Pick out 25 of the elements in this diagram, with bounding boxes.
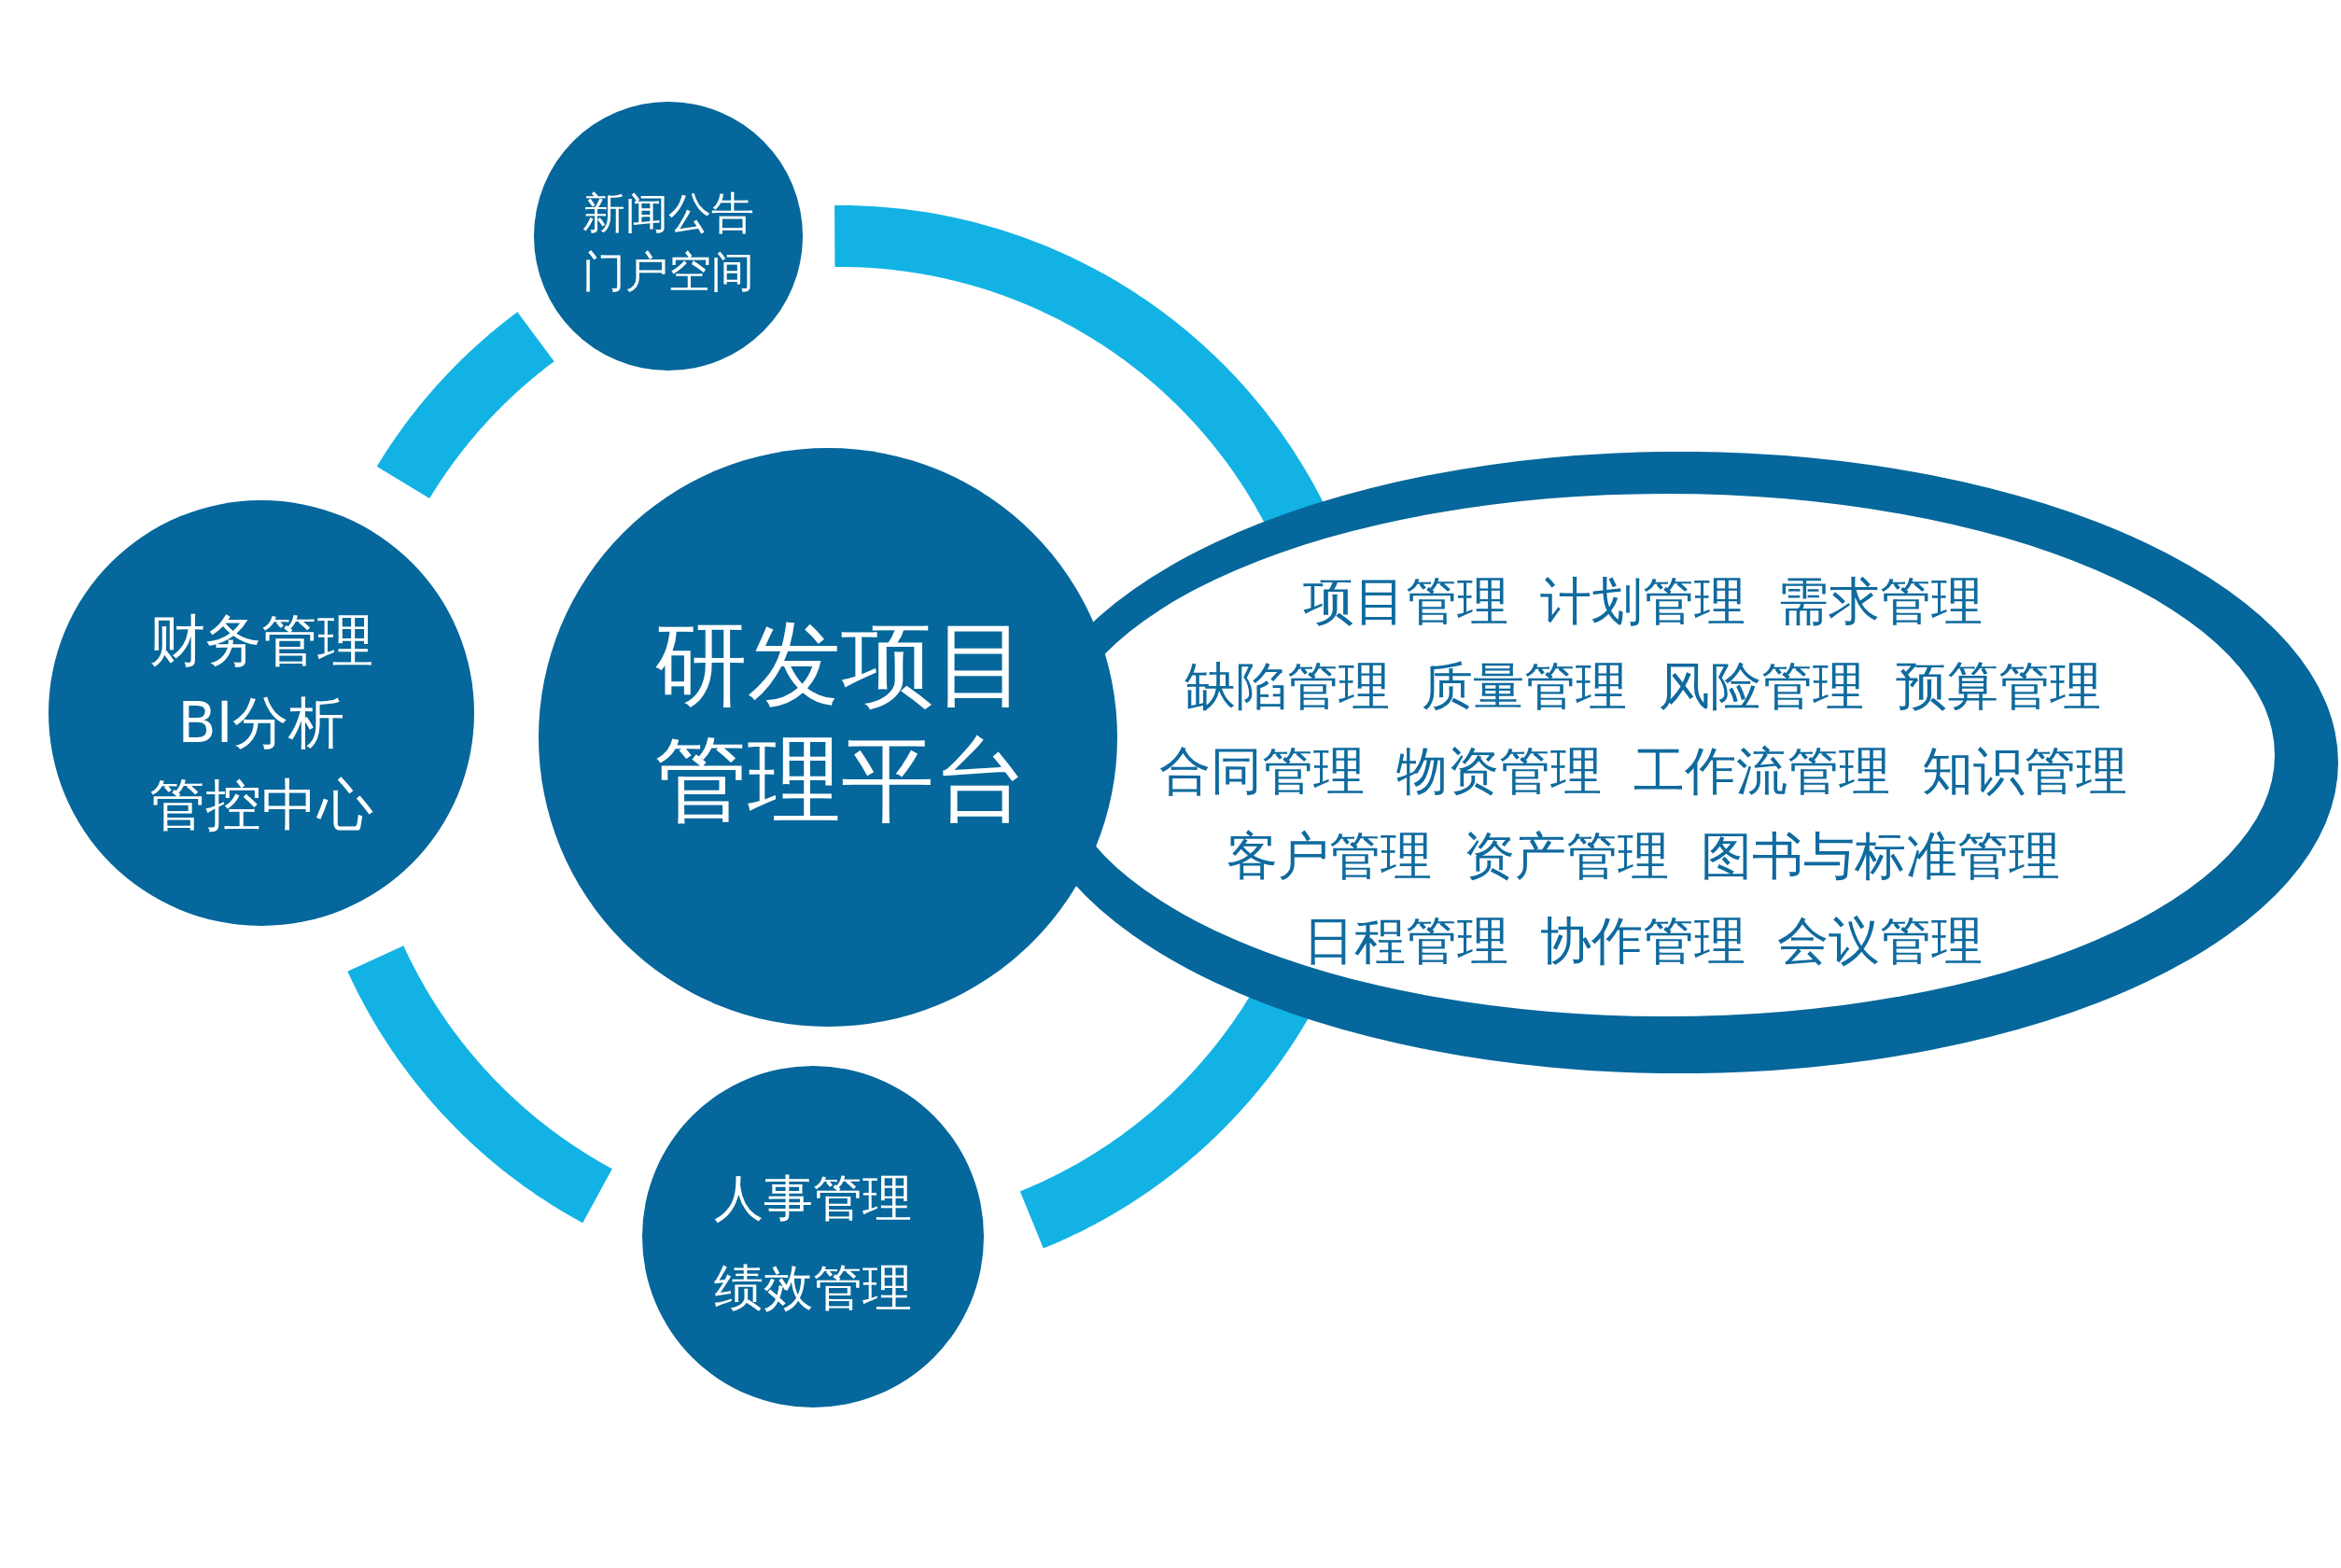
module-label: 合同管理 — [1158, 740, 1365, 803]
module-label: 资产管理 — [1463, 825, 1669, 888]
module-label: 绩效管理 — [714, 1258, 912, 1318]
module-label: 质量管理 — [1422, 655, 1627, 718]
module-label: 新闻公告 — [582, 187, 754, 240]
module-label: 物资管理 — [1395, 740, 1602, 803]
module-label: BI分析 — [177, 689, 345, 757]
module-label: 缺陷管理 — [1185, 655, 1390, 718]
module-label: 项目管理 — [1303, 570, 1508, 633]
module-label: 风险管理 — [1659, 655, 1864, 718]
module-label: 财务管理 — [149, 607, 373, 675]
module-label: 人事管理 — [714, 1169, 912, 1228]
module-label: 日程管理 — [1303, 910, 1508, 973]
module-label: 门户空间 — [582, 245, 754, 299]
module-label: 会议管理 — [1777, 910, 1983, 973]
module-label: 工作流管理 — [1633, 740, 1890, 803]
module-label: 管控中心 — [149, 771, 373, 839]
module-label: 知识管理 — [1921, 740, 2127, 803]
module-label: 图书与标准管理 — [1700, 825, 2060, 888]
module-label: 需求管理 — [1777, 570, 1983, 633]
platform-title: 研发项目管理平台 — [653, 609, 1029, 836]
module-label: 计划管理 — [1540, 570, 1745, 633]
module-label: 客户管理 — [1226, 825, 1432, 888]
module-label: 协作管理 — [1540, 910, 1745, 973]
module-label: 预算管理 — [1896, 655, 2101, 718]
